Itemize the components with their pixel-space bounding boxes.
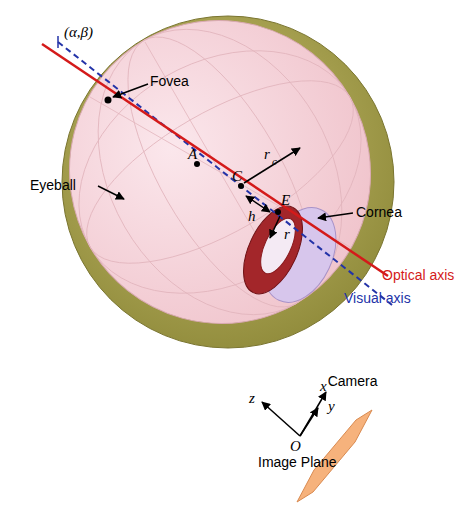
part-label: Eyeball [30,178,76,193]
angle-label: (α,β) [64,24,93,41]
device-label: Camera [328,374,378,389]
radius-arrow [244,148,300,183]
points [105,97,282,216]
distance-label: h [248,208,256,225]
axis-label: Visual axis [344,291,411,306]
axis-label: Optical axis [382,268,454,283]
radius-label: r [284,226,290,243]
part-label: Cornea [356,205,402,220]
optical-axis [42,44,388,276]
radius-subscript: c [272,155,277,167]
leader-line [98,186,124,199]
x-axis [300,392,326,436]
visual-axis [58,42,392,305]
axis-tick [57,36,59,48]
axis-letter: y [328,398,335,415]
point-label: A [188,146,197,163]
y-axis [300,408,318,436]
point-label: E [281,192,290,209]
axis-letter: x [320,378,327,395]
leader-line [113,84,148,97]
part-label: Image Plane [258,455,337,470]
origin-label: O [290,438,301,455]
limbus-ring [231,197,314,302]
leader-line [318,213,353,218]
radius-label: r [264,146,270,163]
z-axis [262,402,300,436]
eyeball-inner [14,0,426,379]
axis-letter: z [249,390,255,407]
point-label: C [232,168,242,185]
pupil [254,213,303,278]
pupil-radius-arrow [270,216,280,238]
part-label: Fovea [150,74,189,89]
